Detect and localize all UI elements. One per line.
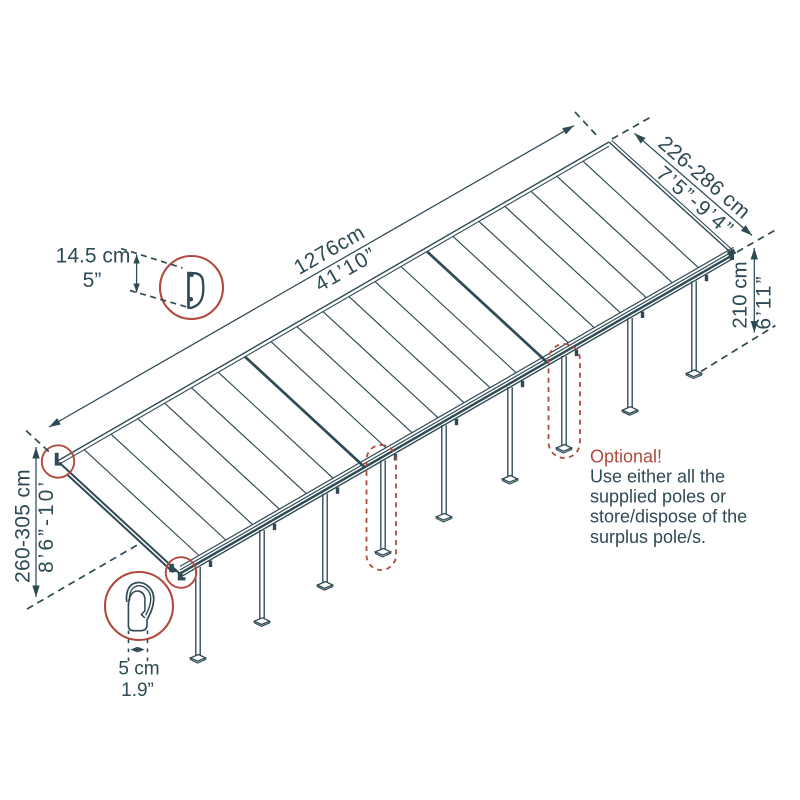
svg-text:8’6”-10’: 8’6”-10’ xyxy=(35,479,58,573)
svg-text:1.9”: 1.9” xyxy=(121,680,154,701)
svg-text:supplied poles or: supplied poles or xyxy=(590,487,726,507)
svg-text:210 cm: 210 cm xyxy=(728,261,751,328)
svg-text:store/dispose of the: store/dispose of the xyxy=(590,507,747,527)
svg-text:5”: 5” xyxy=(83,269,102,292)
svg-text:Optional!: Optional! xyxy=(590,446,662,466)
svg-text:14.5 cm: 14.5 cm xyxy=(56,245,131,268)
svg-text:surplus pole/s.: surplus pole/s. xyxy=(590,527,706,547)
svg-text:5 cm: 5 cm xyxy=(118,659,159,680)
svg-text:260-305 cm: 260-305 cm xyxy=(12,469,35,583)
svg-text:6’11”: 6’11” xyxy=(753,274,776,329)
svg-text:Use either all the: Use either all the xyxy=(590,466,725,486)
